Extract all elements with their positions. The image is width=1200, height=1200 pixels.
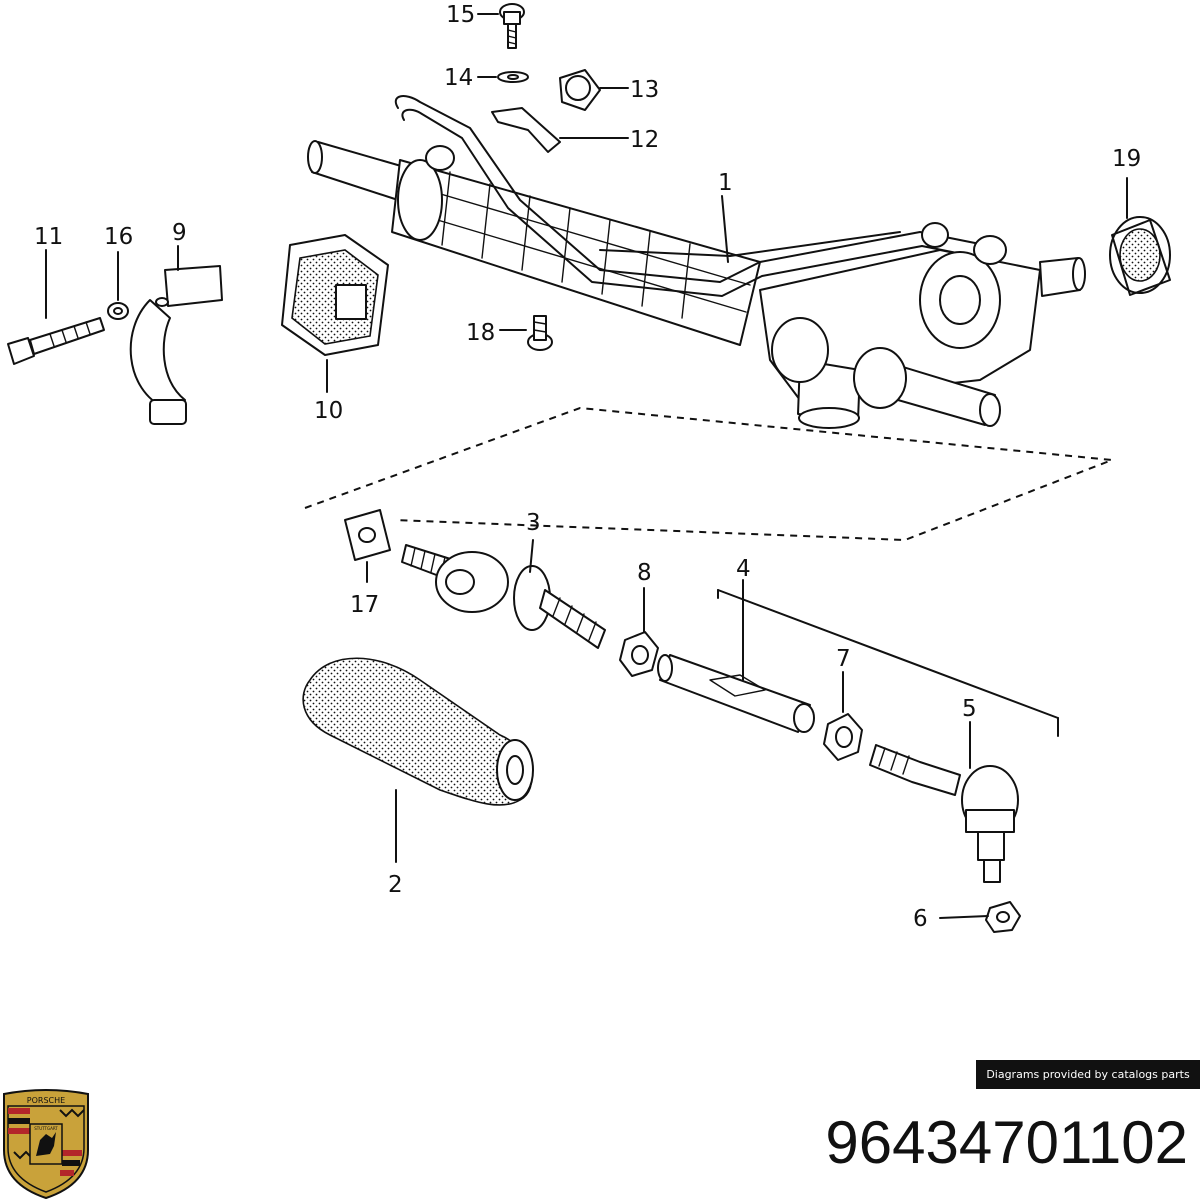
leader-lines [45,13,1128,919]
porsche-crest-logo: PORSCHE STUTTGART [3,1089,89,1200]
exploded-view-boundary [304,406,1113,542]
clamp-9 [129,265,223,425]
callout-18: 18 [466,320,495,346]
callout-19: 19 [1112,146,1141,172]
part-number: 96434701102 [825,1109,1188,1176]
callout-10: 10 [314,398,343,424]
nut-7 [823,713,863,761]
tie-rod-end-5 [869,744,1019,883]
inner-tie-rod-3 [401,544,606,649]
callout-6: 6 [913,906,928,932]
clip-13 [559,69,601,111]
callout-15: 15 [446,2,475,28]
washer-16 [107,302,129,320]
callout-2: 2 [388,872,403,898]
callout-11: 11 [34,224,63,250]
stuttgart-seal-text: STUTTGART [34,1126,58,1131]
bolt-15 [499,3,525,49]
washer-14 [497,71,529,83]
nut-8 [619,631,659,677]
callout-1: 1 [718,170,733,196]
porsche-wordmark: PORSCHE [27,1096,65,1105]
callout-8: 8 [637,560,652,586]
callout-5: 5 [962,696,977,722]
screw-18 [527,315,553,351]
square-washer-17 [344,509,391,561]
callout-17: 17 [350,592,379,618]
sleeve-19 [1109,216,1171,296]
callout-12: 12 [630,127,659,153]
bellows-boot-2 [302,657,534,806]
callout-7: 7 [836,646,851,672]
bracket-12 [491,107,561,153]
callout-4: 4 [736,556,751,582]
callout-9: 9 [172,220,187,246]
diagram-credit-banner: Diagrams provided by catalogs parts [976,1060,1200,1089]
callout-labels: 15 14 13 12 1 19 11 16 9 10 18 3 8 4 7 5… [34,2,1141,932]
steering-rack [307,95,1086,429]
bolt-11 [7,317,105,365]
adjusting-sleeve-4 [657,654,815,733]
bushing-10 [281,234,389,356]
callout-13: 13 [630,77,659,103]
nut-6 [985,901,1021,933]
callout-3: 3 [526,510,541,536]
callout-14: 14 [444,65,473,91]
callout-16: 16 [104,224,133,250]
